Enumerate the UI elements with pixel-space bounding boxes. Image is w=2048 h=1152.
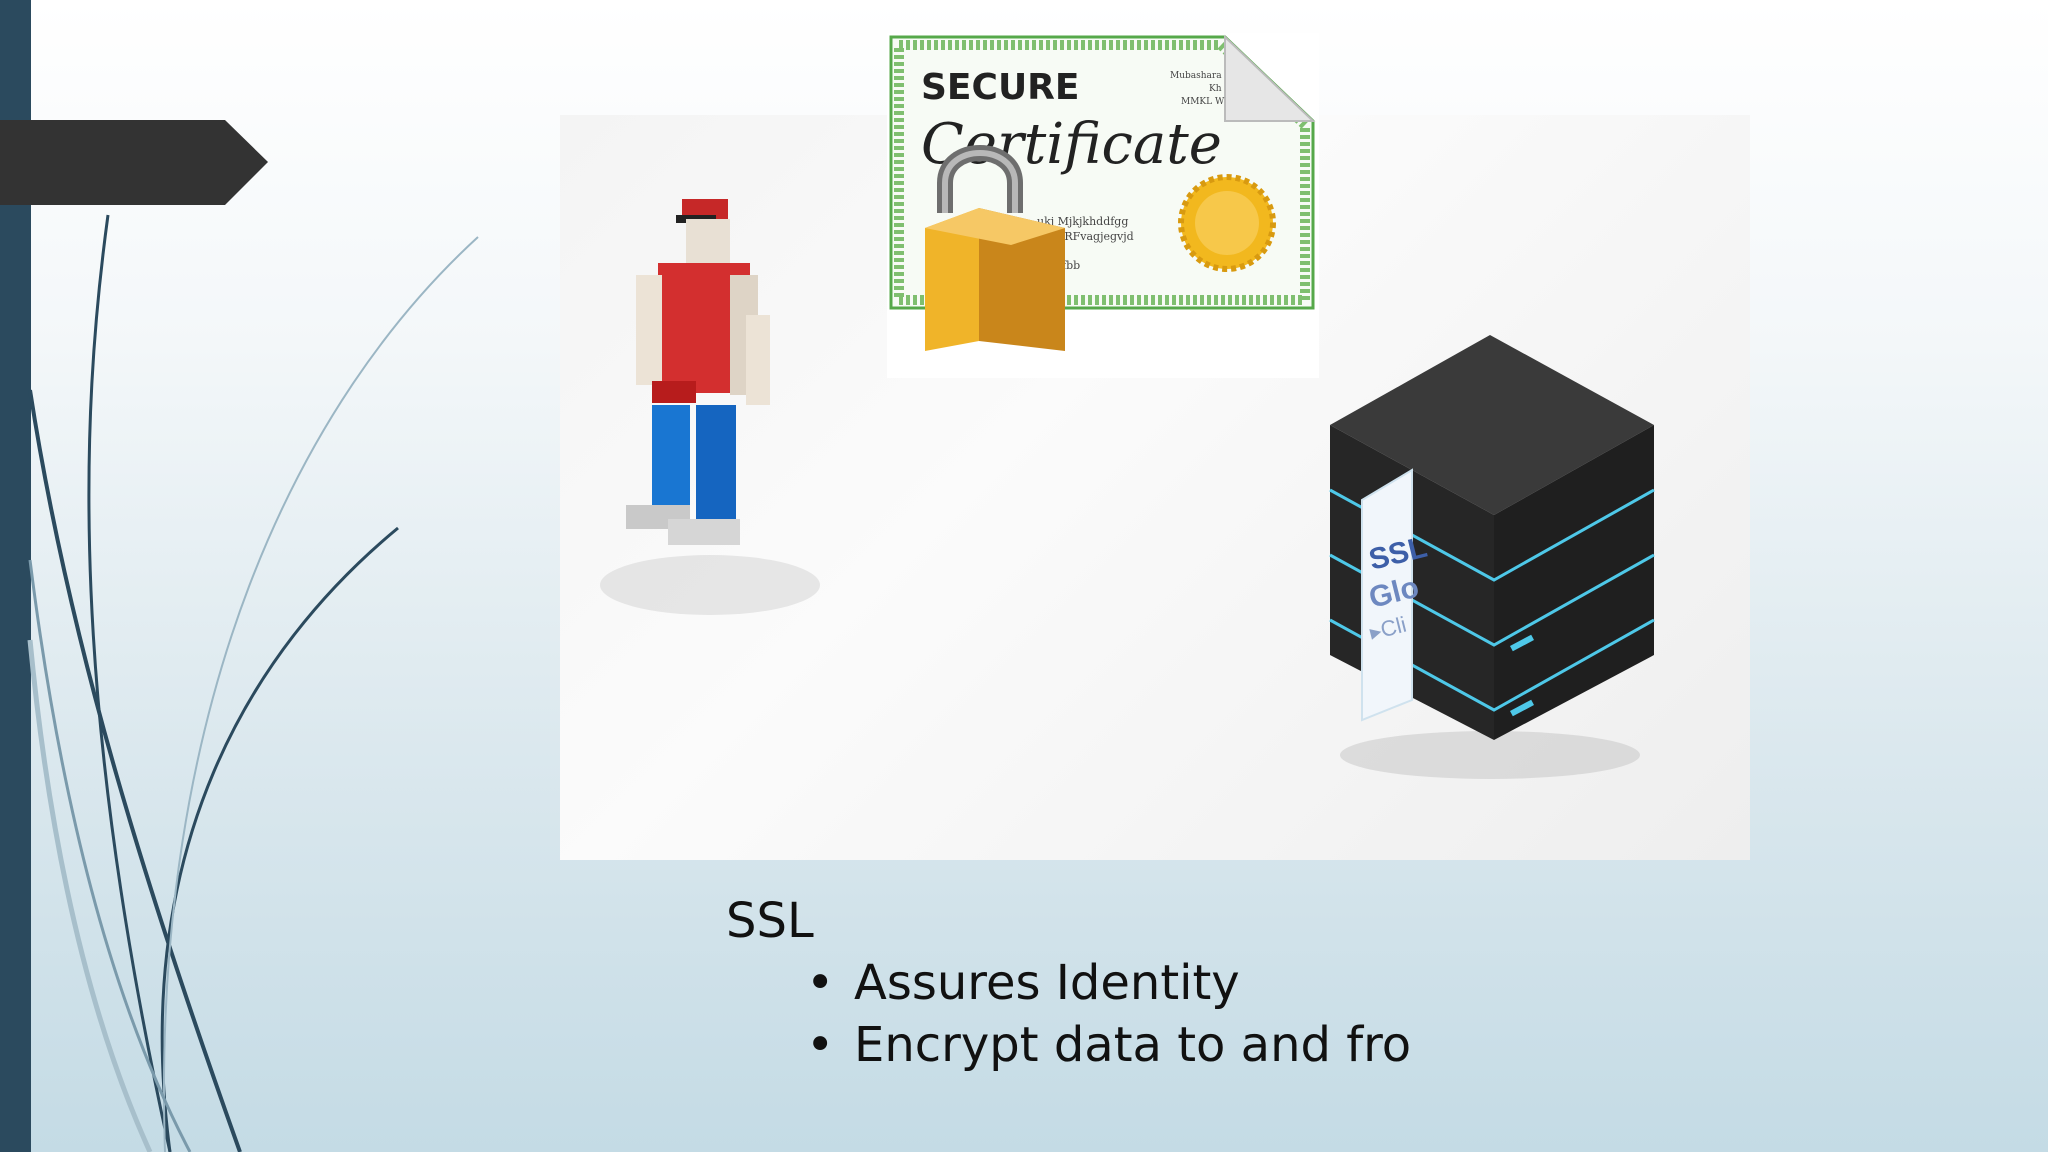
bullet-dot: • bbox=[806, 955, 835, 1011]
certificate-small-line-3: MMKL W bbox=[1181, 97, 1225, 107]
bullet-item: • Assures Identity bbox=[806, 952, 1626, 1014]
certificate-small-line-1: Mubashara bbox=[1170, 71, 1222, 81]
slide-text-block: SSL • Assures Identity • Encrypt data to… bbox=[726, 890, 1626, 1076]
certificate-detail-line-3: fbb bbox=[1062, 259, 1080, 272]
certificate-small-line-2: Kh bbox=[1209, 84, 1222, 94]
bullet-text: Assures Identity bbox=[854, 955, 1240, 1011]
certificate-title-secure: SECURE bbox=[921, 67, 1079, 108]
padlock-icon bbox=[925, 145, 1065, 351]
person-icon bbox=[626, 199, 770, 545]
server-stack-icon: SSL Glo ▸Cli bbox=[1329, 335, 1655, 740]
bullet-list: • Assures Identity • Encrypt data to and… bbox=[726, 952, 1626, 1076]
certificate-title-certificate: Certificate bbox=[921, 112, 1222, 177]
bullet-text: Encrypt data to and fro bbox=[854, 1017, 1412, 1073]
bullet-item: • Encrypt data to and fro bbox=[806, 1014, 1626, 1076]
bullet-dot: • bbox=[806, 1017, 835, 1073]
secure-certificate: SECURE Certificate Mubashara Kh MMKL W u… bbox=[887, 33, 1319, 378]
title-tab-arrow bbox=[0, 120, 268, 205]
decorative-swooshes bbox=[27, 214, 479, 1152]
slide-heading: SSL bbox=[726, 893, 814, 949]
gold-seal-icon bbox=[1178, 174, 1276, 272]
certificate-detail-line-1: ukj Mjkjkhddfgg bbox=[1037, 215, 1128, 228]
